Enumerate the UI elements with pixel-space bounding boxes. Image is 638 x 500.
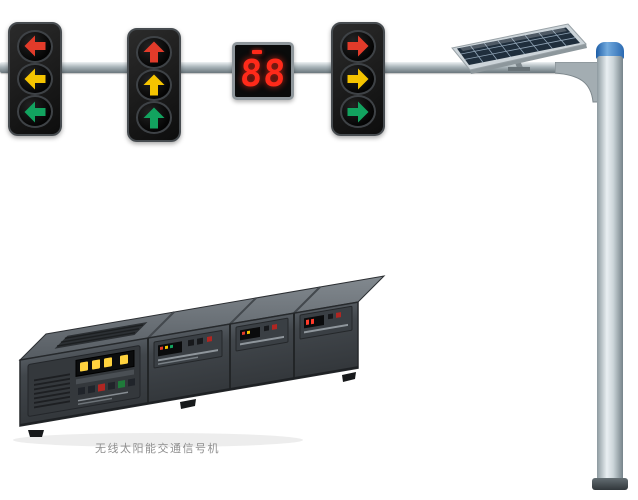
signal-controller-unit <box>13 275 386 447</box>
lens-green-right <box>340 95 376 129</box>
countdown-digits: 88 <box>238 51 288 95</box>
solar-panel <box>451 23 587 74</box>
green-left-arrow-icon <box>24 101 46 123</box>
signal-head-left-arrows <box>8 22 62 136</box>
controller-button <box>108 381 115 390</box>
controller-shadow <box>13 433 303 447</box>
lens-yellow-left <box>17 62 53 96</box>
controller-foot <box>342 372 356 382</box>
controller-foot <box>180 399 196 409</box>
countdown-timer: 88 <box>232 42 294 100</box>
controller-green-button <box>118 380 125 389</box>
controller-front-face <box>19 301 359 427</box>
solar-panel-edge <box>470 44 587 74</box>
lens-green-up <box>136 101 172 135</box>
controller-button <box>88 385 95 394</box>
lens-yellow-up <box>136 68 172 102</box>
timer-indicator-dot <box>252 50 262 54</box>
controller-button <box>78 386 85 396</box>
yellow-right-arrow-icon <box>347 68 369 90</box>
yellow-up-arrow-icon <box>143 74 165 96</box>
lens-red-up <box>136 36 172 69</box>
signal-head-right-arrows <box>331 22 385 136</box>
controller-red-button <box>98 383 105 392</box>
solar-mount-plate <box>508 67 530 71</box>
solar-panel-glint <box>460 28 567 51</box>
product-caption: 无线太阳能交通信号机 <box>95 442 220 455</box>
red-left-arrow-icon <box>24 35 46 57</box>
green-right-arrow-icon <box>347 101 369 123</box>
pole-top-cap <box>596 42 624 59</box>
yellow-left-arrow-icon <box>24 68 46 90</box>
green-up-arrow-icon <box>143 107 165 129</box>
signal-pole <box>597 56 623 486</box>
controller-foot <box>28 430 44 437</box>
signal-head-up-arrows <box>127 28 181 142</box>
lens-red-left <box>17 30 53 63</box>
red-up-arrow-icon <box>143 41 165 63</box>
lens-green-left <box>17 95 53 129</box>
lens-red-right <box>340 30 376 63</box>
controller-button <box>128 378 135 387</box>
pole-base <box>592 478 628 490</box>
red-right-arrow-icon <box>347 35 369 57</box>
lens-yellow-right <box>340 62 376 96</box>
mast-arm <box>0 62 604 73</box>
